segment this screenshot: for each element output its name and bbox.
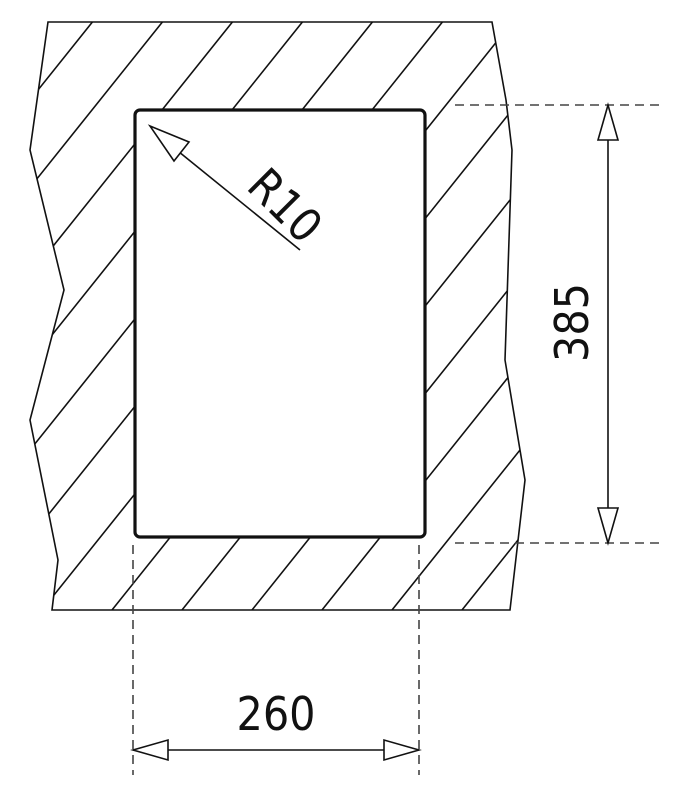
width-label: 260 <box>237 687 316 741</box>
hatch-line <box>30 22 181 610</box>
hatch-line <box>519 22 525 610</box>
countertop-outline <box>29 21 526 611</box>
hatch-line <box>660 0 679 800</box>
hatch-line <box>30 22 111 610</box>
height-dimension <box>455 102 660 546</box>
sink-cutout <box>133 108 427 539</box>
hatch-line <box>169 22 525 610</box>
hatch-line <box>449 22 525 610</box>
width-dimension <box>130 545 422 775</box>
radius-leader <box>147 124 301 251</box>
height-label: 385 <box>545 283 599 362</box>
